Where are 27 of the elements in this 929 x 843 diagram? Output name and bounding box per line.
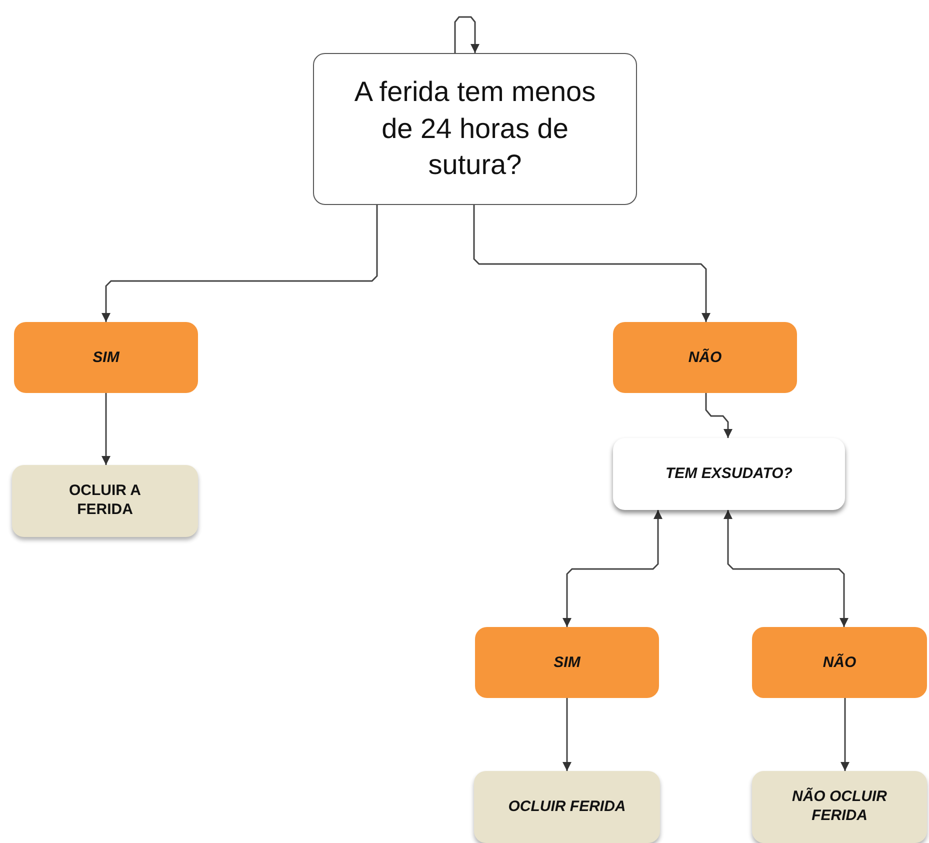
answer-text: SIM <box>554 654 580 672</box>
arrow <box>705 393 732 438</box>
arrow <box>473 205 710 322</box>
action-box <box>12 465 198 537</box>
answer-box <box>613 322 797 393</box>
question-text: A ferida tem menos de 24 horas de sutura? <box>353 75 597 182</box>
arrow <box>102 205 378 322</box>
arrow <box>562 510 662 627</box>
action-text: OCLUIR FERIDA <box>508 798 626 816</box>
answer-box <box>475 627 659 698</box>
action-text: NÃO OCLUIR FERIDA <box>791 788 888 826</box>
action-box <box>752 771 927 843</box>
answer-box <box>14 322 198 393</box>
arrow <box>454 16 480 53</box>
answer-box <box>752 627 927 698</box>
answer-text: NÃO <box>822 654 856 672</box>
arrow <box>102 393 110 465</box>
arrow <box>724 510 848 627</box>
arrow <box>840 698 850 771</box>
arrow <box>562 698 572 771</box>
answer-text: NÃO <box>688 348 722 366</box>
answer-text: SIM <box>92 348 120 366</box>
decision-box <box>313 53 637 205</box>
action-box <box>474 771 660 843</box>
action-text: OCLUIR A FERIDA <box>68 482 142 520</box>
decision-box <box>613 438 845 510</box>
question-text: TEM EXSUDATO? <box>666 465 792 483</box>
